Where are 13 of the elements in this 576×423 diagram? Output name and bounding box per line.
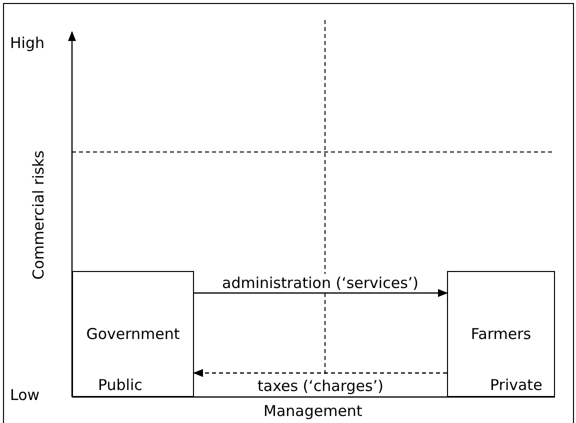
node-label: Government bbox=[86, 325, 180, 343]
edge-label: taxes (‘charges’) bbox=[256, 377, 386, 395]
axis-label: Low bbox=[10, 386, 40, 404]
axis-label: High bbox=[10, 34, 44, 52]
axis-title: Management bbox=[264, 402, 362, 420]
arrow bbox=[193, 369, 447, 377]
axis-title: Commercial risks bbox=[29, 150, 48, 280]
process-box bbox=[72, 271, 194, 397]
axis-label: Private bbox=[490, 376, 542, 394]
node-label: Farmers bbox=[470, 325, 532, 343]
axis-label: Public bbox=[98, 376, 142, 394]
process-box bbox=[447, 271, 555, 397]
arrow bbox=[194, 289, 448, 297]
